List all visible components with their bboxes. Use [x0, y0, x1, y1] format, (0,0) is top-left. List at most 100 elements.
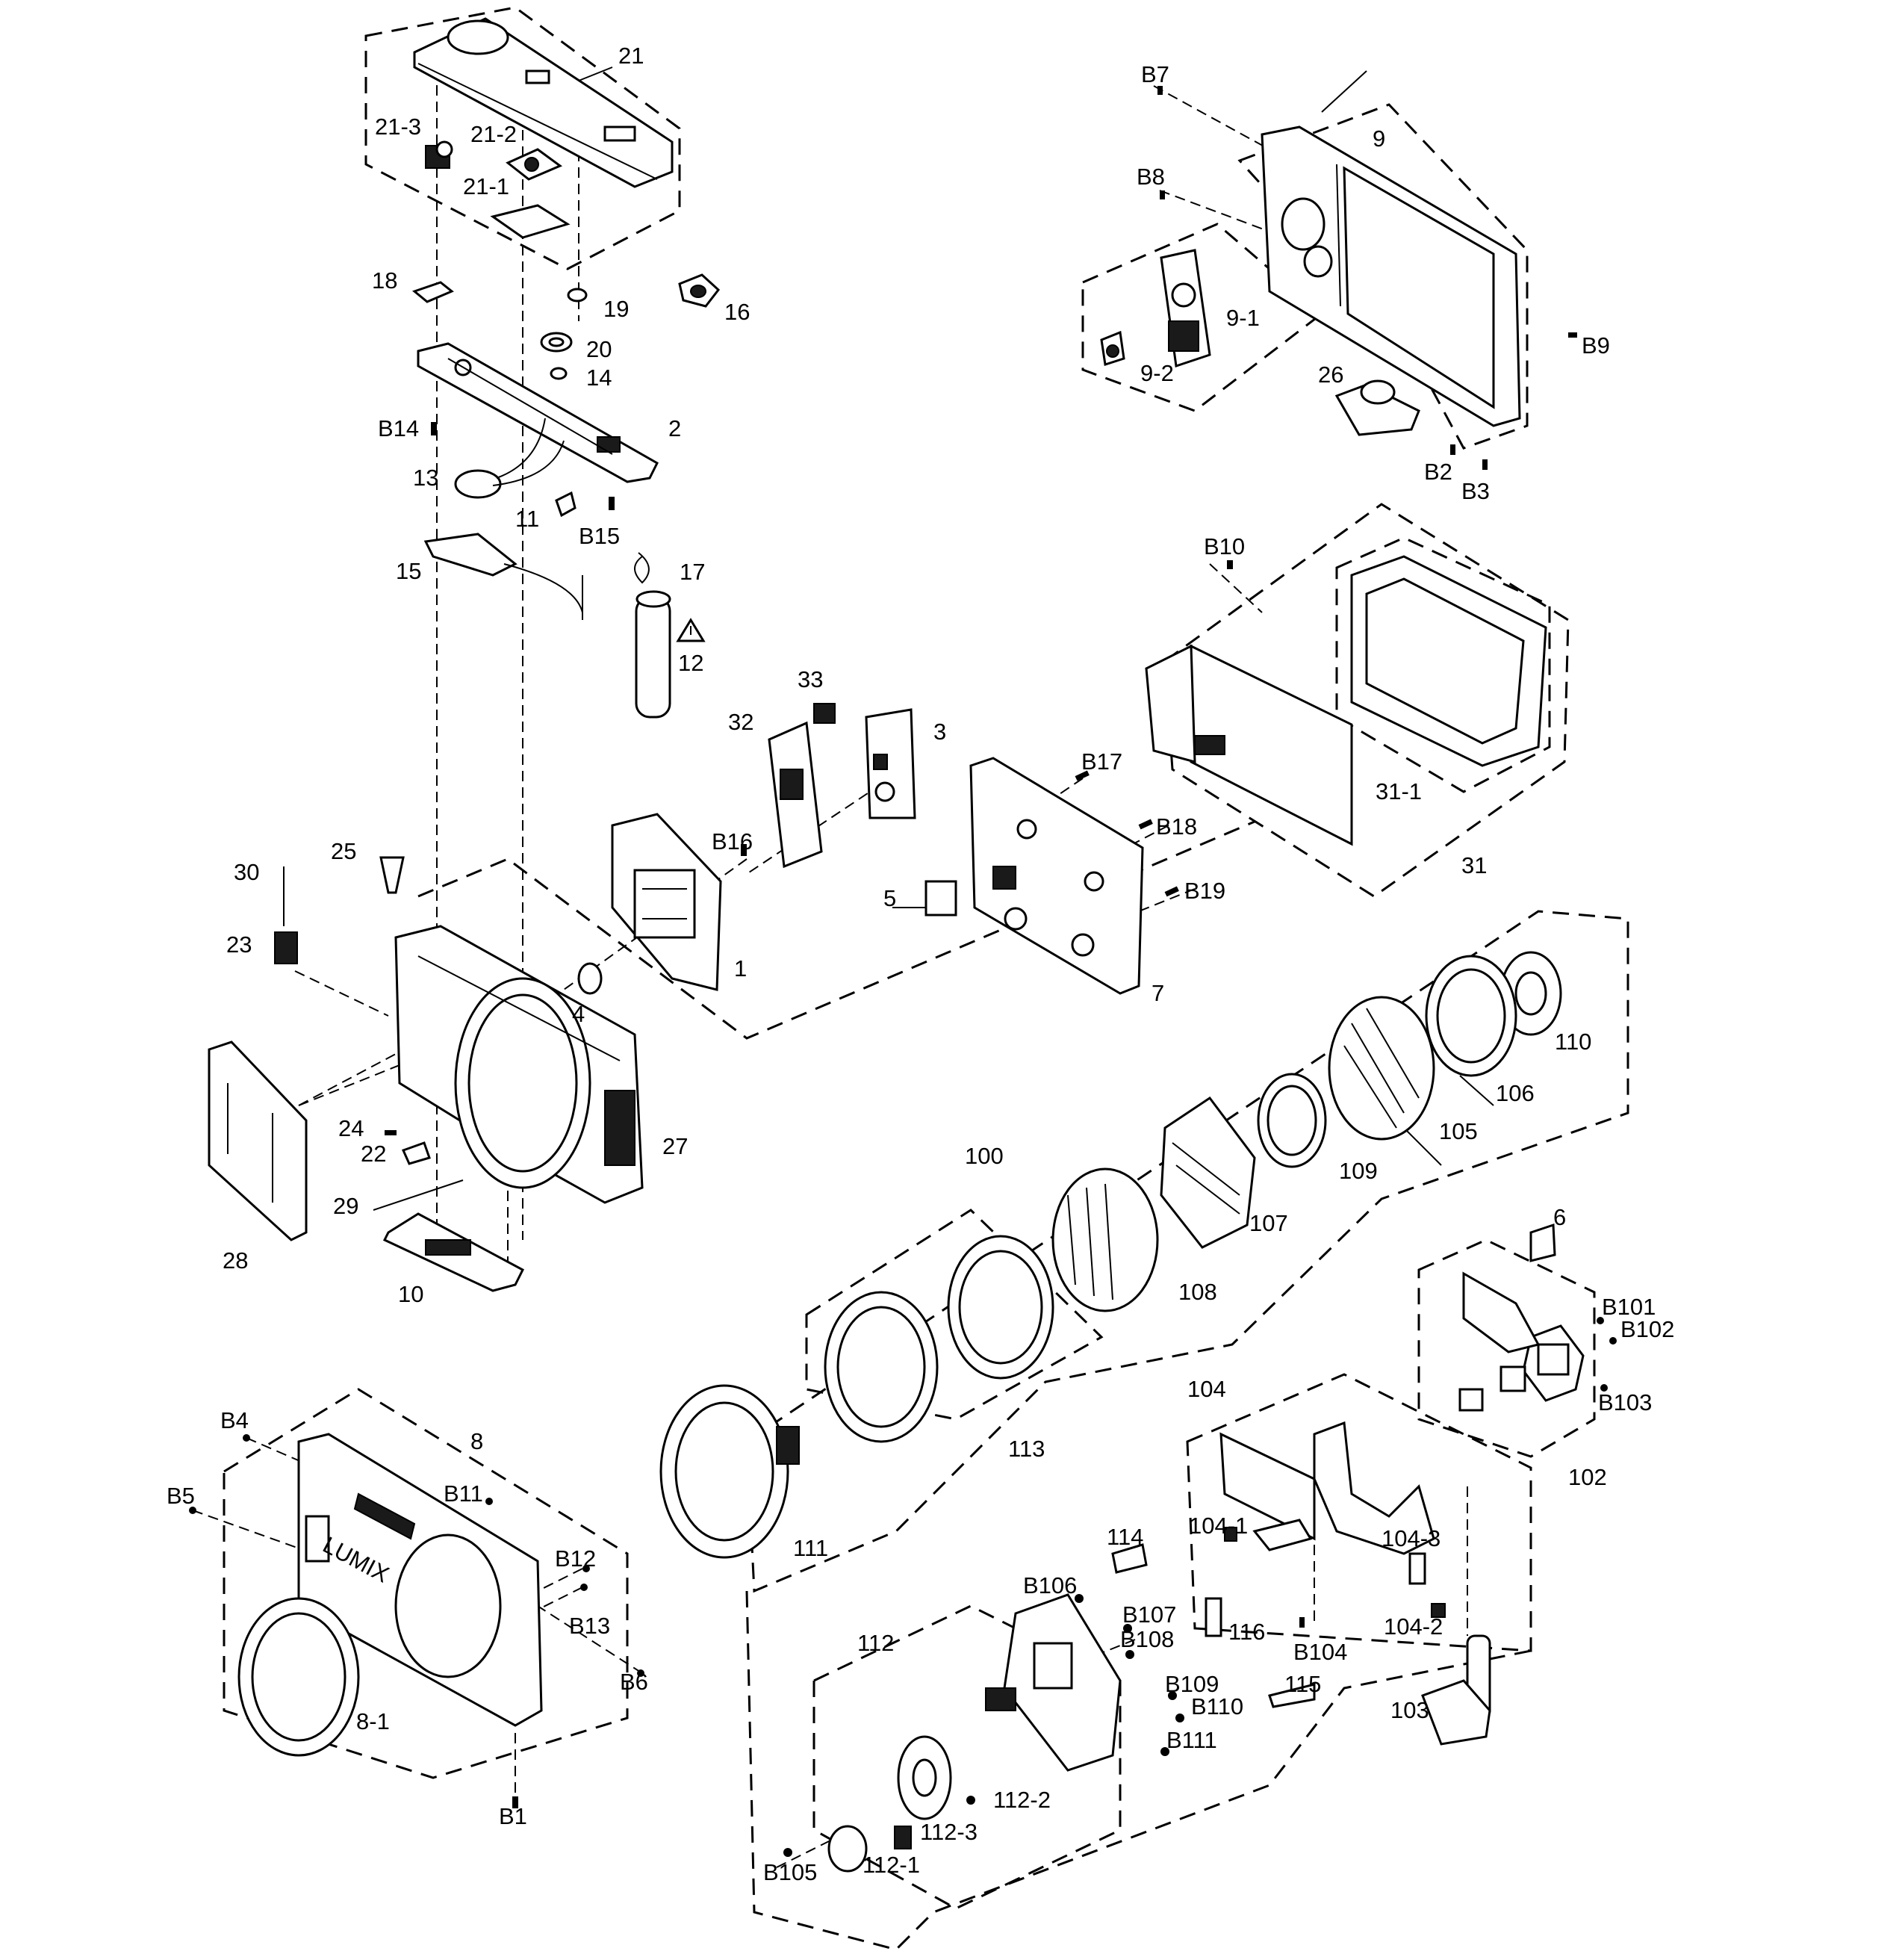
box-lcd-frame-31-1	[1335, 536, 1551, 793]
part-8-1-lens-ring	[237, 1597, 360, 1757]
part-label-21: 21	[618, 43, 644, 69]
part-b15-screw	[609, 497, 615, 510]
part-label-28: 28	[223, 1247, 248, 1274]
part-b16-screw	[741, 844, 747, 856]
screw-b10	[1227, 560, 1233, 569]
box-sensor-102	[1417, 1238, 1596, 1458]
part-label-112-3: 112-3	[920, 1819, 978, 1845]
part-24-screw	[385, 1130, 397, 1135]
box-top-panel-21	[364, 6, 681, 270]
part-106-cam-ring	[1425, 955, 1517, 1077]
part-104-1-bracket	[1224, 1519, 1313, 1551]
part-114-sheet	[1111, 1543, 1148, 1574]
part-21-top-panel	[413, 17, 674, 188]
part-102-sensor	[1458, 1271, 1585, 1412]
part-label-24: 24	[338, 1115, 364, 1141]
part-label-25: 25	[331, 838, 356, 864]
part-label-100: 100	[965, 1143, 1004, 1169]
part-105-lens-barrel	[1328, 996, 1435, 1141]
part-104-3-connector	[1408, 1552, 1426, 1585]
part-label-8: 8	[470, 1428, 483, 1454]
part-label-23: 23	[226, 931, 252, 958]
part-label-6: 6	[1553, 1204, 1566, 1230]
part-label-b1: B1	[499, 1803, 527, 1829]
part-label-b18: B18	[1156, 813, 1197, 840]
part-label-103: 103	[1390, 1697, 1429, 1723]
part-label-115: 115	[1284, 1671, 1321, 1697]
part-label-110: 110	[1555, 1029, 1591, 1055]
part-21-1-slider	[490, 204, 571, 239]
part-label-5: 5	[883, 885, 896, 911]
part-9-2-switch	[1100, 330, 1125, 366]
part-label-112-1: 112-1	[863, 1852, 920, 1878]
part-label-b3: B3	[1461, 478, 1490, 504]
part-label-31: 31	[1461, 852, 1487, 878]
part-label-21-1: 21-1	[463, 173, 509, 199]
part-20-ring	[540, 332, 573, 353]
part-label-b110: B110	[1191, 1693, 1243, 1719]
part-107-barrel	[1160, 1096, 1256, 1249]
part-103-motor	[1421, 1634, 1491, 1746]
part-label-26: 26	[1318, 362, 1343, 388]
part-7-main-board	[969, 757, 1144, 995]
part-label-b108: B108	[1120, 1626, 1174, 1652]
part-label-3: 3	[933, 719, 946, 745]
part-label-12: 12	[678, 650, 703, 676]
part-6-sheet	[1529, 1223, 1556, 1262]
part-label-b102: B102	[1620, 1316, 1674, 1342]
part-25-pin	[379, 856, 405, 894]
part-label-20: 20	[586, 336, 612, 362]
part-12-capacitor	[635, 590, 671, 719]
part-104-2-sensor	[1431, 1603, 1446, 1618]
part-22-pin	[401, 1141, 431, 1165]
part-9-1-button-board	[1160, 249, 1211, 368]
part-label-8-1: 8-1	[356, 1708, 390, 1734]
screw-b104	[1299, 1617, 1305, 1628]
screws-sensor	[1597, 1317, 1617, 1392]
part-113-outer-ring	[824, 1291, 939, 1443]
part-8-front-cover: LUMIX	[297, 1433, 543, 1727]
screws-front	[189, 1434, 644, 1808]
part-label-17: 17	[680, 559, 705, 585]
part-label-31-1: 31-1	[1376, 778, 1422, 804]
part-label-b103: B103	[1598, 1389, 1652, 1415]
box-lens-113	[805, 1209, 1104, 1421]
part-label-104-2: 104-2	[1384, 1613, 1443, 1640]
part-label-b12: B12	[555, 1545, 596, 1572]
warning-triangle-12	[676, 618, 706, 642]
part-21-3-switch	[425, 140, 453, 169]
part-10-bottom-plate	[382, 1212, 524, 1292]
part-104-flex	[1219, 1421, 1435, 1555]
screws-rear	[1157, 86, 1577, 470]
part-label-b7: B7	[1141, 61, 1169, 87]
part-label-19: 19	[603, 296, 629, 322]
part-label-b111: B111	[1166, 1727, 1217, 1753]
part-112-shutter-unit	[985, 1593, 1122, 1772]
part-label-11: 11	[515, 506, 539, 532]
box-lens-base-frame	[745, 1590, 1532, 1951]
part-label-b106: B106	[1023, 1572, 1077, 1598]
part-113-lens-ring	[947, 1235, 1054, 1380]
part-label-b14: B14	[378, 415, 419, 441]
part-29-spring	[373, 1179, 464, 1211]
part-label-18: 18	[372, 267, 397, 294]
part-31-lcd	[1145, 644, 1353, 846]
part-label-b9: B9	[1582, 332, 1610, 359]
part-label-32: 32	[728, 709, 753, 735]
part-label-29: 29	[333, 1193, 358, 1219]
part-label-22: 22	[361, 1141, 386, 1167]
part-label-b16: B16	[712, 828, 753, 855]
part-label-102: 102	[1568, 1464, 1607, 1490]
part-23-latch	[274, 931, 298, 964]
part-109-ring	[1257, 1073, 1327, 1168]
part-label-113: 113	[1008, 1436, 1045, 1462]
part-label-13: 13	[413, 465, 438, 491]
part-label-30: 30	[234, 859, 259, 885]
part-label-1: 1	[734, 955, 747, 981]
part-17-spring	[634, 552, 650, 584]
part-14-spring	[550, 367, 568, 380]
part-label-b19: B19	[1184, 878, 1225, 904]
part-label-16: 16	[724, 299, 750, 325]
box-front-frame-link	[417, 820, 1255, 1040]
part-label-14: 14	[586, 365, 612, 391]
